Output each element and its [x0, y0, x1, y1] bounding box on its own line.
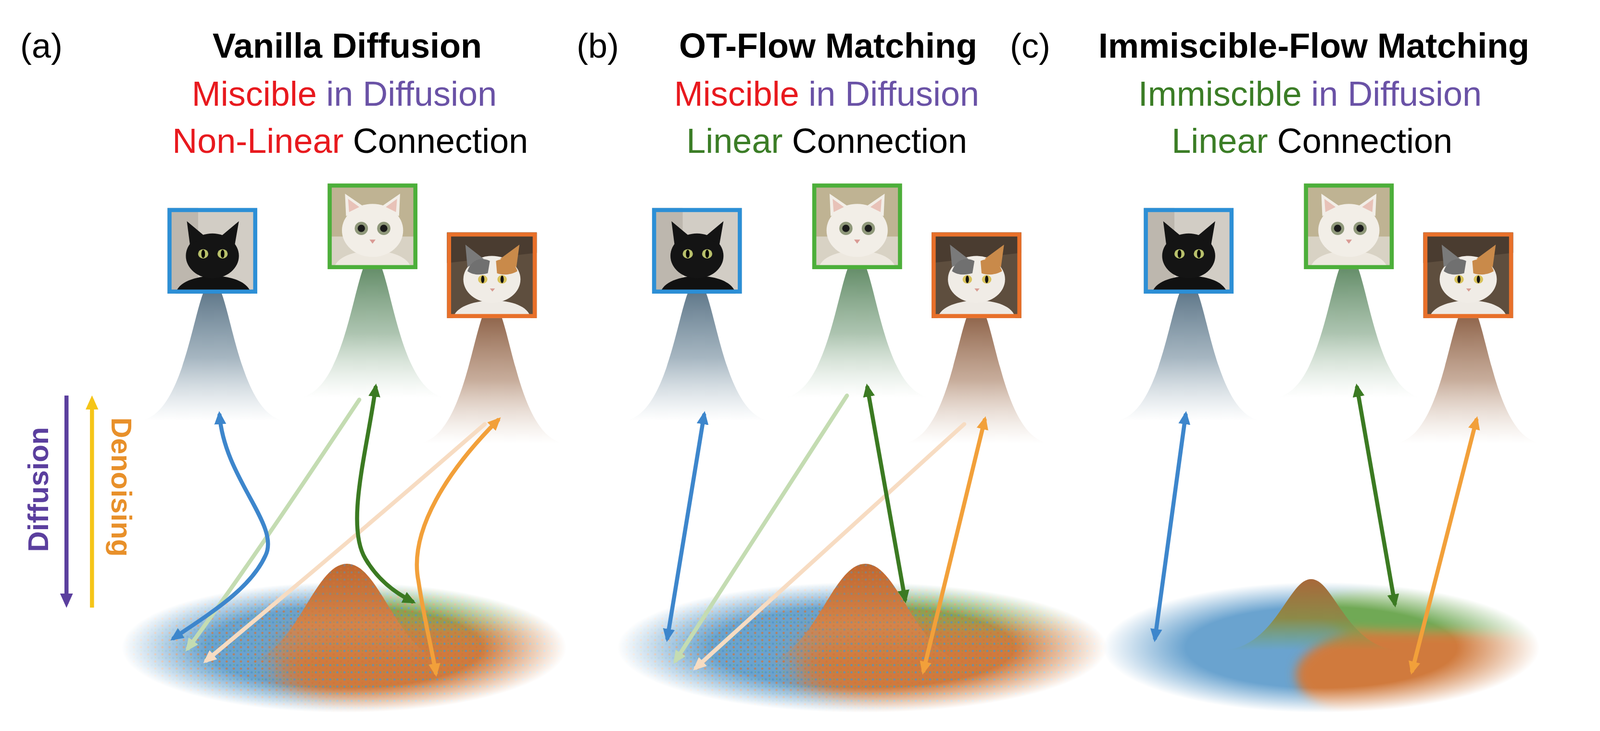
art-path: [136, 280, 290, 422]
art-path: [780, 254, 934, 398]
mixing-property: Miscible: [674, 74, 800, 114]
mixing-property: in Diffusion: [1310, 74, 1482, 114]
connection-type: Non-Linear: [172, 121, 344, 162]
cat-images: [652, 183, 1022, 319]
connection-type: Linear: [1171, 121, 1268, 162]
art-path: [1391, 302, 1545, 444]
trajectory-arrows: [667, 387, 985, 672]
denoising-arrow: [89, 400, 94, 609]
connection-type: Connection: [792, 121, 968, 162]
trajectory-arrows: [1155, 387, 1477, 672]
diffusion-arrow: [64, 395, 69, 605]
art-path: [667, 415, 705, 639]
art-g: [1091, 571, 1600, 731]
process-label: Denoising: [104, 417, 139, 557]
art-path: [1219, 579, 1403, 651]
art-path: [923, 420, 985, 672]
cat-images: [167, 183, 537, 319]
trajectory-arrows: [173, 387, 499, 674]
panel-letter: (b): [576, 25, 619, 66]
art-path: [1411, 420, 1477, 672]
art-path: [1357, 387, 1395, 605]
panel-letter: (a): [20, 25, 63, 66]
art-path: [1155, 415, 1186, 639]
art-path: [620, 280, 774, 422]
art-path: [695, 424, 965, 668]
art-path: [356, 387, 413, 602]
art-path: [899, 302, 1053, 444]
mixing-property: in Diffusion: [808, 74, 980, 114]
art-path: [416, 420, 499, 674]
panel-title: OT-Flow Matching: [679, 25, 978, 66]
art-path: [1112, 280, 1266, 422]
panel-letter: (c): [1009, 25, 1051, 66]
art-use: [1143, 208, 1234, 294]
cat-images: [1143, 183, 1513, 319]
art-use: [327, 183, 418, 270]
art-use: [812, 183, 903, 270]
art-path: [206, 424, 485, 661]
mixing-property: Immiscible: [1138, 74, 1302, 114]
art-use: [167, 208, 258, 294]
art-use: [447, 232, 538, 319]
art-g: [1295, 586, 1600, 731]
art-use: [1423, 232, 1514, 319]
connection-type: Connection: [1277, 121, 1453, 162]
art-path: [415, 302, 569, 444]
art-use: [931, 232, 1022, 319]
noise-distribution: [109, 564, 623, 727]
art-use: [652, 208, 743, 294]
panel-title: Vanilla Diffusion: [212, 25, 482, 66]
noise-distribution: [607, 564, 1164, 727]
process-label: Diffusion: [21, 427, 55, 553]
art-path: [867, 387, 906, 600]
process-arrows: [66, 395, 92, 608]
art-path: [1272, 254, 1426, 398]
art-path: [173, 415, 268, 639]
art-path: [296, 254, 450, 398]
mixing-property: Miscible: [191, 74, 317, 114]
panel-title: Immiscible-Flow Matching: [1098, 25, 1530, 66]
art-use: [1303, 183, 1394, 270]
connection-type: Linear: [686, 121, 783, 162]
connection-type: Connection: [352, 121, 529, 162]
mixing-property: in Diffusion: [326, 74, 497, 114]
noise-distribution: [1091, 571, 1600, 731]
